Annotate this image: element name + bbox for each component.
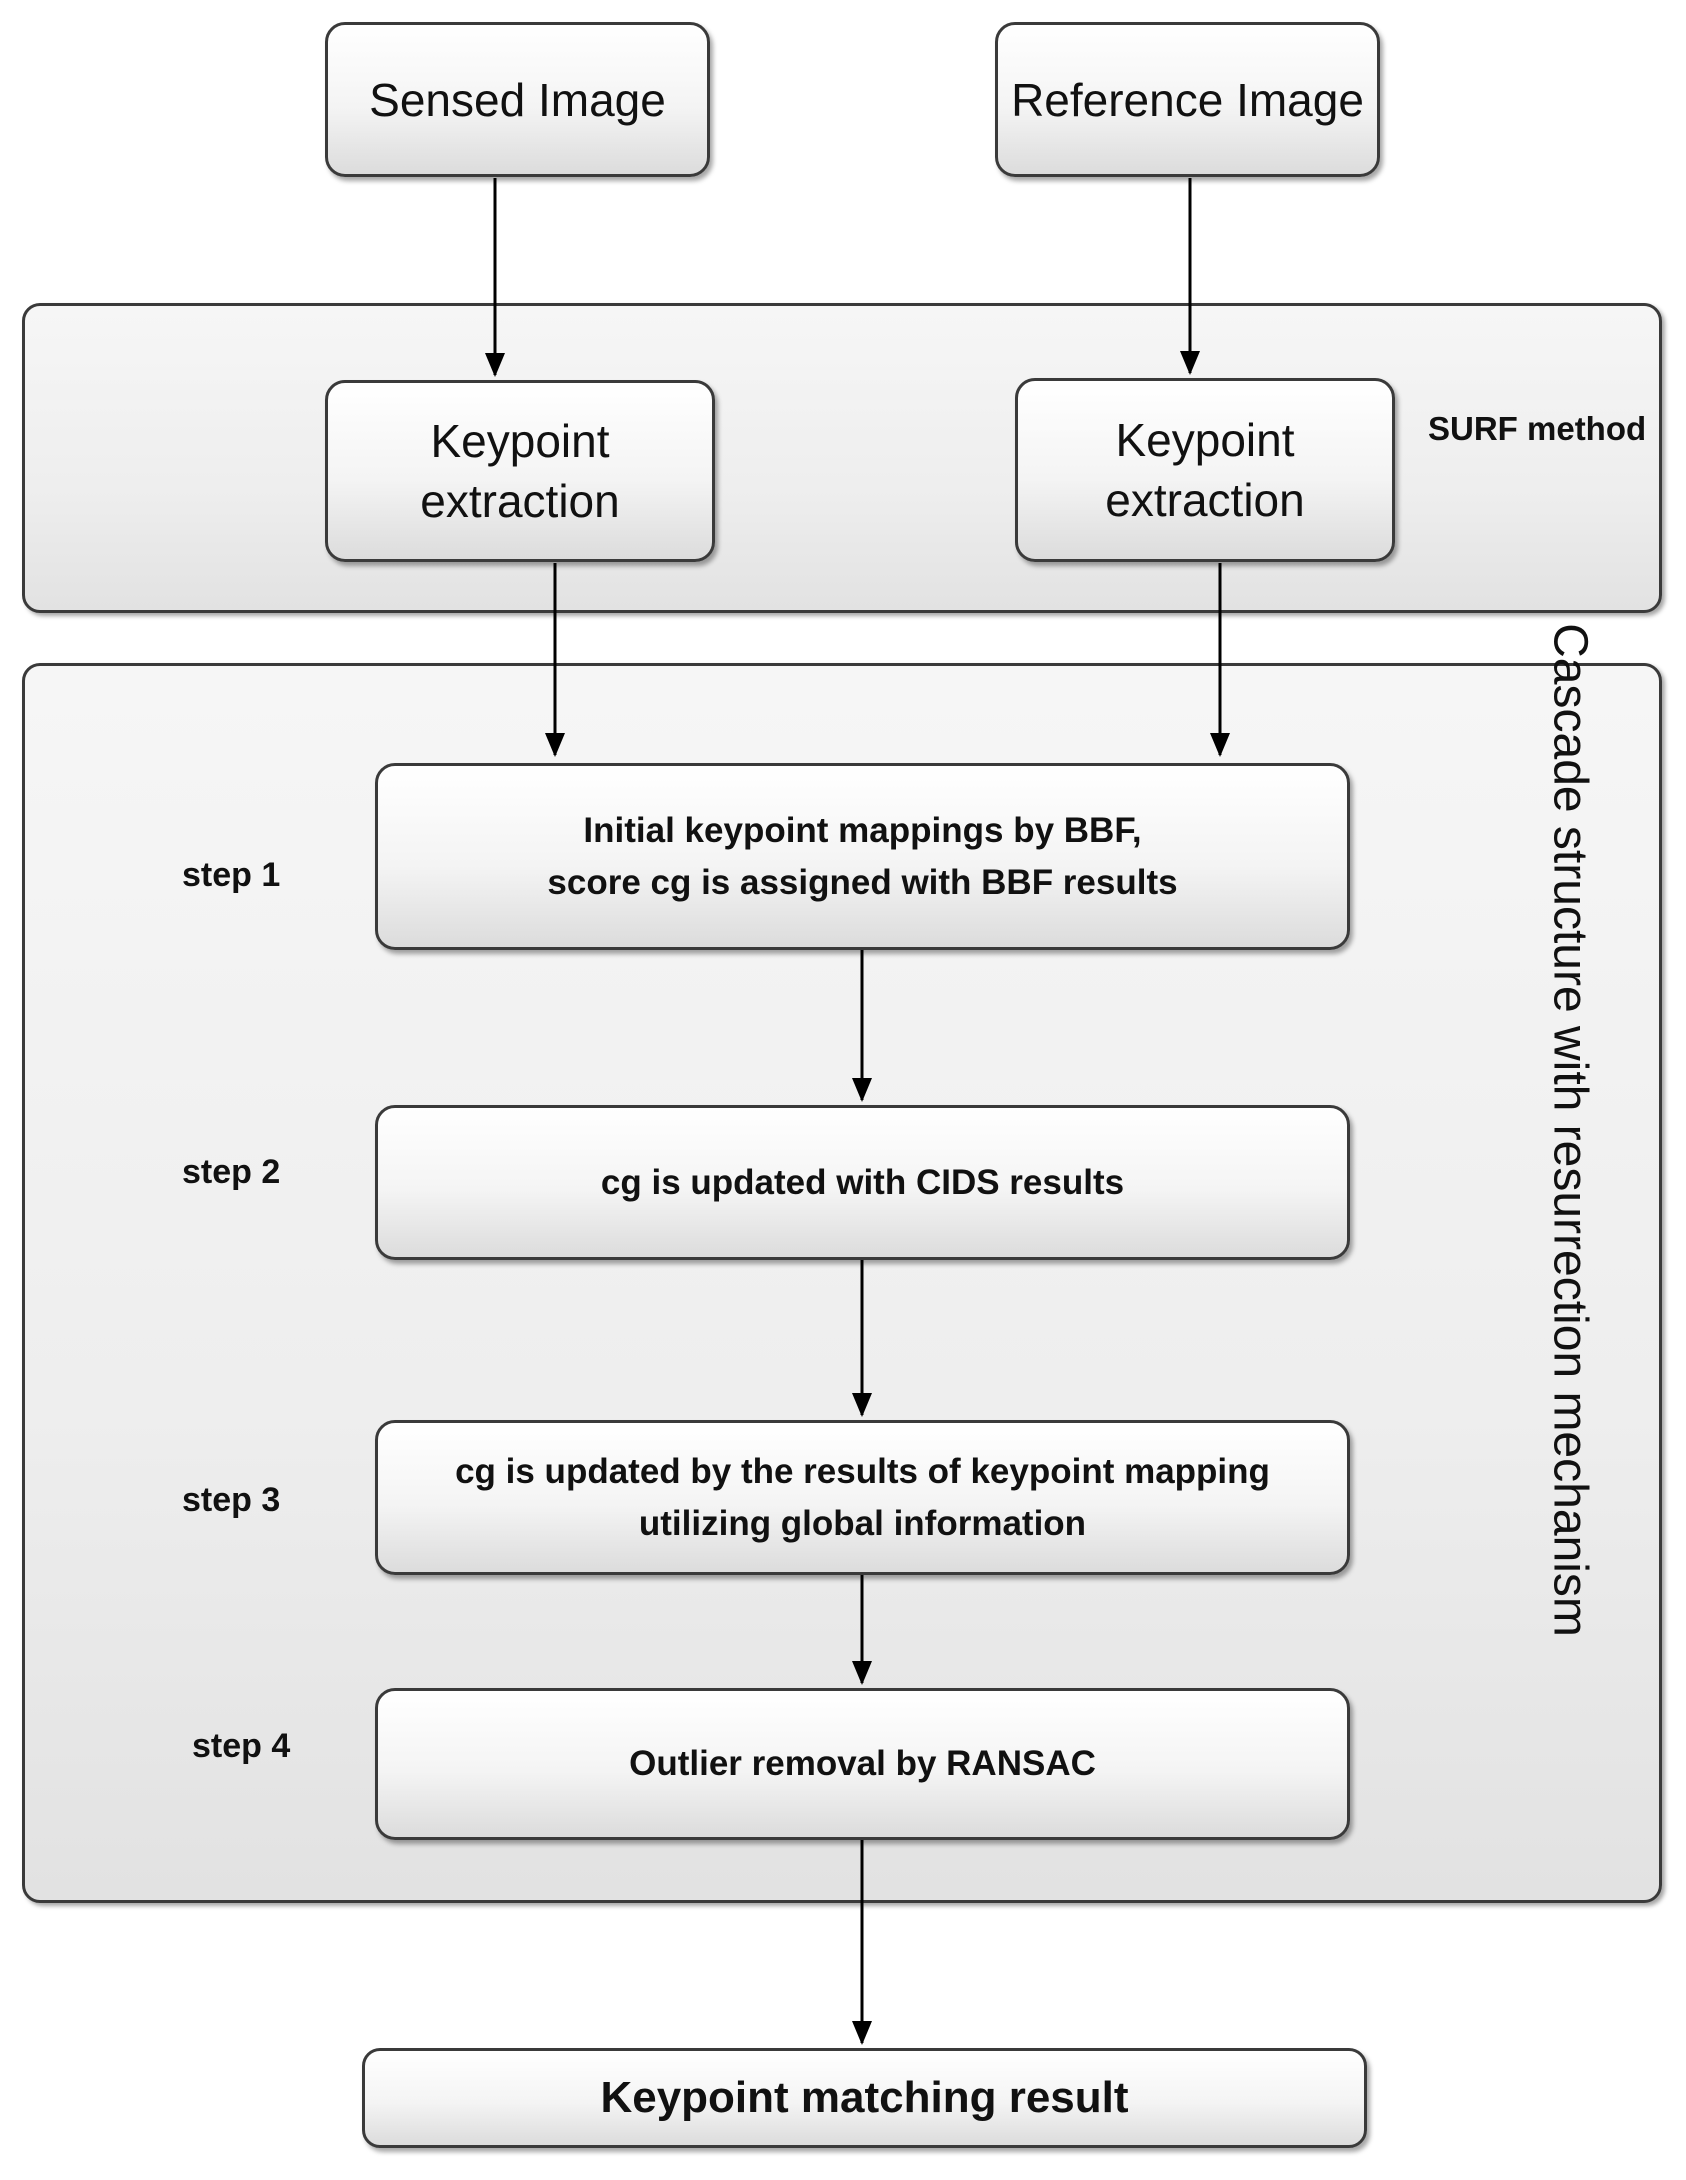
step-4-box: Outlier removal by RANSAC	[375, 1688, 1350, 1840]
keypoint-matching-result-box: Keypoint matching result	[362, 2048, 1367, 2148]
sensed-image-box: Sensed Image	[325, 22, 710, 177]
step-3-label: step 3	[182, 1481, 281, 1519]
step-4-label: step 4	[192, 1727, 291, 1765]
step-2-label: step 2	[182, 1153, 281, 1191]
cascade-structure-label: Cascade structure with resurrection mech…	[1543, 623, 1597, 1637]
step-3-text: cg is updated by the results of keypoint…	[455, 1451, 1270, 1543]
keypoint-extraction-right-label: Keypoint extraction	[1105, 414, 1305, 526]
reference-image-label: Reference Image	[1011, 73, 1364, 126]
step-2-text: cg is updated with CIDS results	[600, 1162, 1125, 1202]
step-1-text: Initial keypoint mappings by BBF, score …	[547, 810, 1178, 902]
keypoint-extraction-left-label: Keypoint extraction	[420, 415, 620, 527]
step-3-box: cg is updated by the results of keypoint…	[375, 1420, 1350, 1575]
surf-method-label: SURF method	[1428, 410, 1647, 447]
reference-image-box: Reference Image	[995, 22, 1380, 177]
step-1-box: Initial keypoint mappings by BBF, score …	[375, 763, 1350, 950]
step-4-text: Outlier removal by RANSAC	[629, 1744, 1096, 1783]
keypoint-extraction-left-box: Keypoint extraction	[325, 380, 715, 562]
keypoint-extraction-right-box: Keypoint extraction	[1015, 378, 1395, 562]
step-1-label: step 1	[182, 856, 281, 894]
keypoint-matching-result-label: Keypoint matching result	[600, 2073, 1129, 2122]
sensed-image-label: Sensed Image	[369, 73, 666, 126]
step-2-box: cg is updated with CIDS results	[375, 1105, 1350, 1260]
